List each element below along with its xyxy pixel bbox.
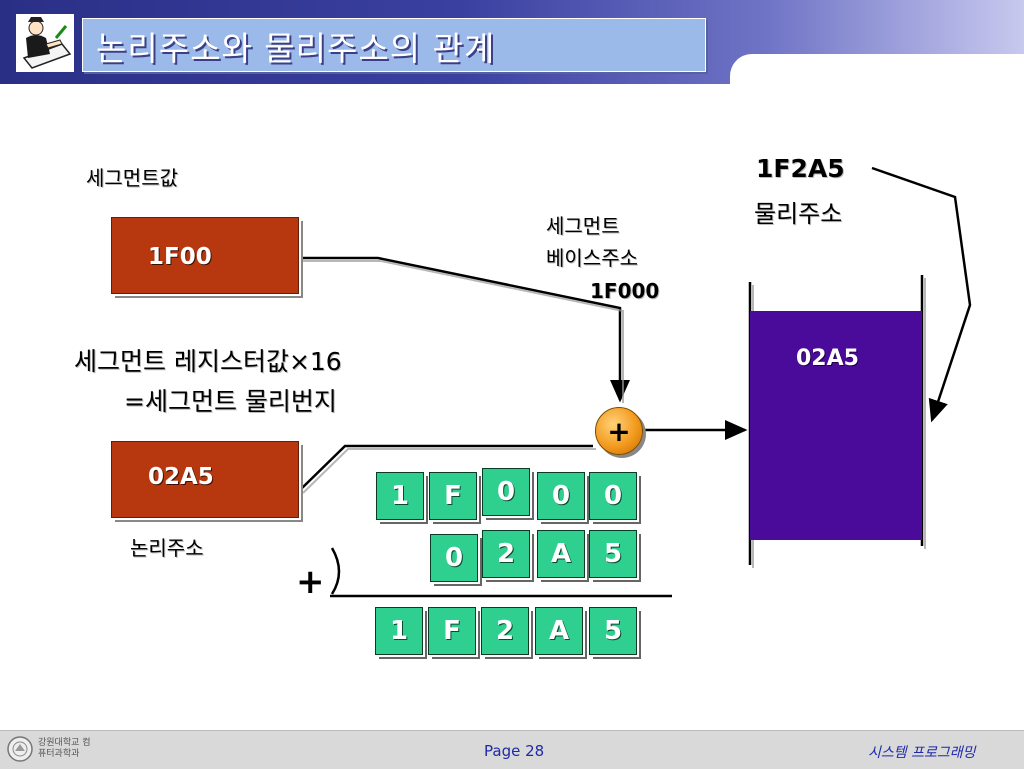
footer-school: 강원대학교 컴퓨터과학과 [38, 738, 91, 759]
writer-clipart-icon [16, 14, 74, 72]
digit-cell: 0 [589, 472, 637, 520]
digit-cell: A [535, 607, 583, 655]
digit-cell: 5 [589, 607, 637, 655]
digit-cell: 0 [482, 468, 530, 516]
course-name: 시스템 프로그래밍 [868, 745, 976, 761]
segment-base-label-1: 세그먼트 [546, 214, 620, 238]
digit-cell: F [428, 607, 476, 655]
digit-cell: 0 [537, 472, 585, 520]
segment-value-box [111, 217, 299, 294]
segment-value: 1F00 [148, 244, 212, 270]
university-seal-icon [7, 736, 33, 762]
header-curve [730, 54, 1024, 94]
footer-bar [0, 730, 1024, 769]
physical-address-value: 1F2A5 [756, 154, 845, 183]
digit-cell: 1 [376, 472, 424, 520]
digit-cell: F [429, 472, 477, 520]
page-number: Page 28 [484, 742, 545, 760]
sum-plus-sign: + [296, 562, 325, 602]
page-title: 논리주소와 물리주소의 관계 [96, 29, 496, 68]
digit-cell: 2 [482, 530, 530, 578]
formula-line-1: 세그먼트 레지스터값×16 [74, 347, 342, 376]
digit-cell: 1 [375, 607, 423, 655]
digit-cell: 2 [481, 607, 529, 655]
offset-value: 02A5 [148, 464, 214, 490]
formula-line-2: =세그먼트 물리번지 [124, 387, 337, 416]
title-box [82, 18, 706, 72]
logical-address-label: 논리주소 [130, 536, 204, 560]
adder-plus-icon: + [595, 407, 643, 455]
digit-cell: 0 [430, 534, 478, 582]
memory-offset-label: 02A5 [796, 346, 859, 371]
physical-address-label: 물리주소 [754, 200, 843, 228]
physical-memory-block [750, 311, 922, 540]
digit-cell: A [537, 530, 585, 578]
offset-box [111, 441, 299, 518]
segment-base-label-2: 베이스주소 [546, 246, 638, 270]
digit-cell: 5 [589, 530, 637, 578]
segment-value-label: 세그먼트값 [86, 166, 178, 190]
segment-base-value: 1F000 [590, 279, 660, 303]
